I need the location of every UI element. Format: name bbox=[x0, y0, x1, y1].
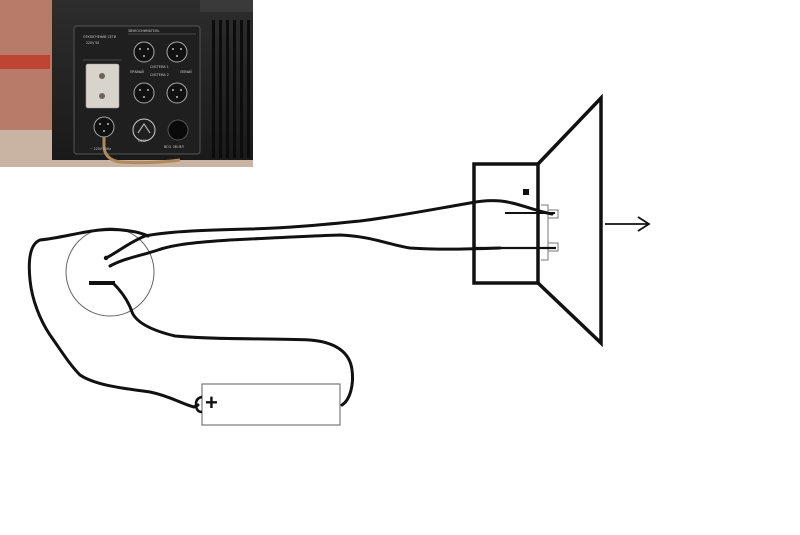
label-pickup: ЗВУКОСНИМАТЕЛЬ bbox=[128, 29, 159, 33]
speaker-dot bbox=[523, 189, 529, 195]
label-mains-off: ОТКЛЮЧЕНИЕ СЕТИ bbox=[83, 35, 117, 39]
device-back-panel-photo: ОТКЛЮЧЕНИЕ СЕТИ 220V 50 ЗВУКОСНИМАТЕЛЬ С… bbox=[0, 0, 253, 167]
wire-minus bbox=[111, 281, 354, 407]
label-voltage: 220V 50 bbox=[86, 41, 99, 45]
wires bbox=[27, 199, 554, 409]
wire-outer-loop bbox=[27, 228, 200, 409]
label-seal: СССР bbox=[138, 139, 147, 143]
sound-direction-arrow bbox=[605, 216, 651, 232]
battery: + bbox=[194, 383, 341, 426]
battery-terminal bbox=[194, 395, 203, 414]
wire-upper-return bbox=[108, 233, 502, 268]
label-right-channel: ПРАВЫЙ bbox=[130, 69, 144, 74]
speaker bbox=[472, 93, 603, 348]
plug-contact-circle bbox=[65, 227, 155, 317]
label-system-2: СИСТЕМА 2 bbox=[150, 73, 169, 77]
speaker-cone bbox=[536, 93, 603, 348]
label-left-channel: ЛЕВЫЙ bbox=[180, 69, 192, 74]
minus-sign bbox=[89, 281, 115, 285]
label-mains-input: ~ 220V 50Hz bbox=[90, 147, 111, 151]
speaker-terminals bbox=[541, 204, 549, 261]
label-fuse: ВОЗ. 3M МЛ bbox=[164, 145, 184, 149]
battery-plus-sign: + bbox=[205, 390, 218, 415]
speaker-magnet-box bbox=[472, 162, 540, 285]
label-system-1: СИСТЕМА 1 bbox=[150, 65, 169, 69]
